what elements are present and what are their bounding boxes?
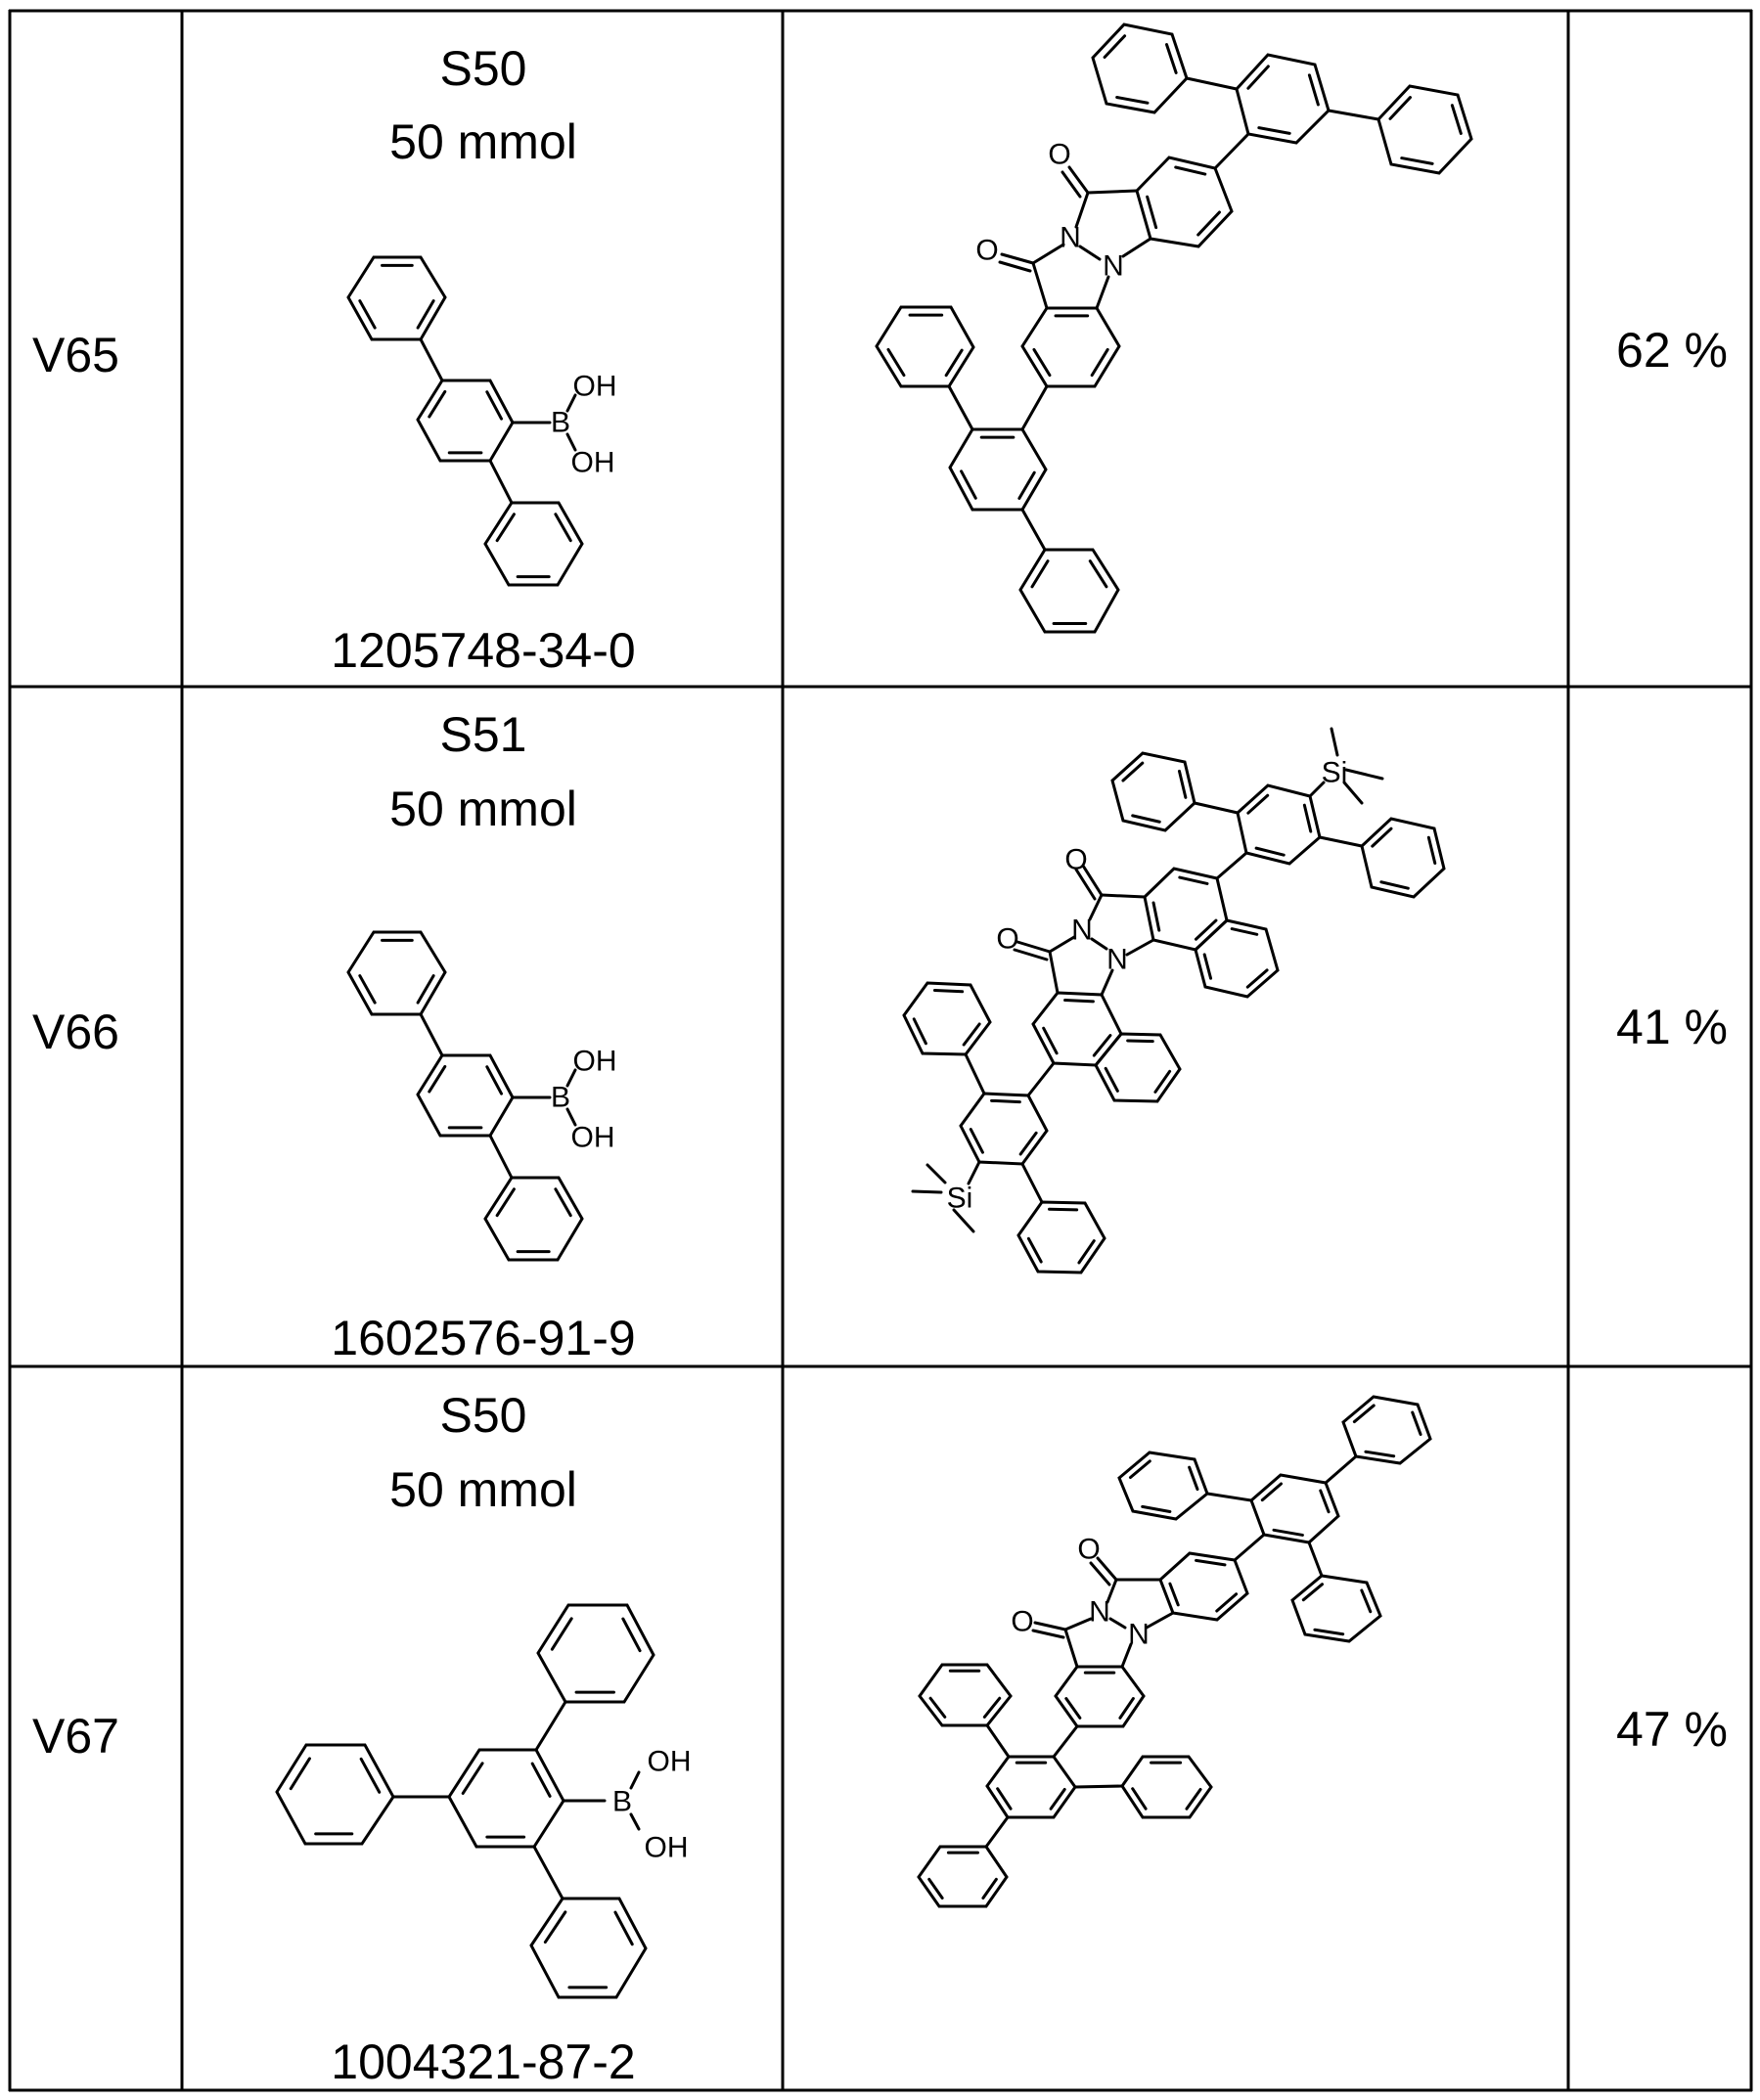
atom-label: B xyxy=(551,1082,570,1114)
row-3-reagent-cas: 1004321-87-2 xyxy=(331,2034,636,2089)
row-1-reagent-cas: 1205748-34-0 xyxy=(331,623,636,678)
atom-label: O xyxy=(1077,1534,1100,1566)
row-1-reagent-amount: 50 mmol xyxy=(389,114,577,169)
row-3-reagent-amount: 50 mmol xyxy=(389,1462,577,1517)
row-1-reagent-name: S50 xyxy=(439,41,527,96)
row-3-reagent-name: S50 xyxy=(439,1388,527,1443)
reagent-v66-boronic-acid: BOH OH xyxy=(346,930,617,1262)
table-grid xyxy=(8,9,1753,2092)
reagent-v67-boronic-acid: B OH OH xyxy=(275,1603,692,1999)
atom-label: OH xyxy=(573,1046,617,1078)
row-1-yield: 62 % xyxy=(1616,323,1728,378)
atom-label: O xyxy=(1064,844,1087,876)
atom-label: N xyxy=(1071,915,1093,947)
atom-label: O xyxy=(975,235,998,267)
atom-label: N xyxy=(1128,1619,1150,1651)
row-2-reagent-name: S51 xyxy=(439,707,527,762)
atom-label: O xyxy=(1011,1606,1033,1638)
row-1-compound-id: V65 xyxy=(32,328,119,382)
row-3-yield: 47 % xyxy=(1616,1702,1728,1757)
row-2-yield: 41 % xyxy=(1616,1000,1728,1054)
atom-label: OH xyxy=(573,371,617,403)
atom-label: B xyxy=(551,407,570,439)
row-2-compound-id: V66 xyxy=(32,1005,119,1059)
atom-label: O xyxy=(1048,139,1070,171)
atom-label: Si xyxy=(947,1183,973,1215)
atom-label: B xyxy=(612,1786,632,1818)
atom-label: Si xyxy=(1322,757,1348,789)
product-v65: O O NN xyxy=(875,22,1473,634)
atom-label: N xyxy=(1089,1596,1110,1629)
atom-label: N xyxy=(1060,222,1081,254)
reagent-v65-boronic-acid: BOH OH xyxy=(346,255,617,587)
atom-label: OH xyxy=(645,1832,689,1864)
row-3-compound-id: V67 xyxy=(32,1709,119,1764)
atom-label: N xyxy=(1106,944,1128,976)
atom-label: OH xyxy=(571,447,615,479)
atom-label: N xyxy=(1103,250,1124,283)
atom-label: O xyxy=(996,923,1018,956)
atom-label: OH xyxy=(648,1746,692,1778)
row-2-reagent-amount: 50 mmol xyxy=(389,782,577,836)
atom-label: OH xyxy=(571,1122,615,1154)
row-2-reagent-cas: 1602576-91-9 xyxy=(331,1311,636,1365)
